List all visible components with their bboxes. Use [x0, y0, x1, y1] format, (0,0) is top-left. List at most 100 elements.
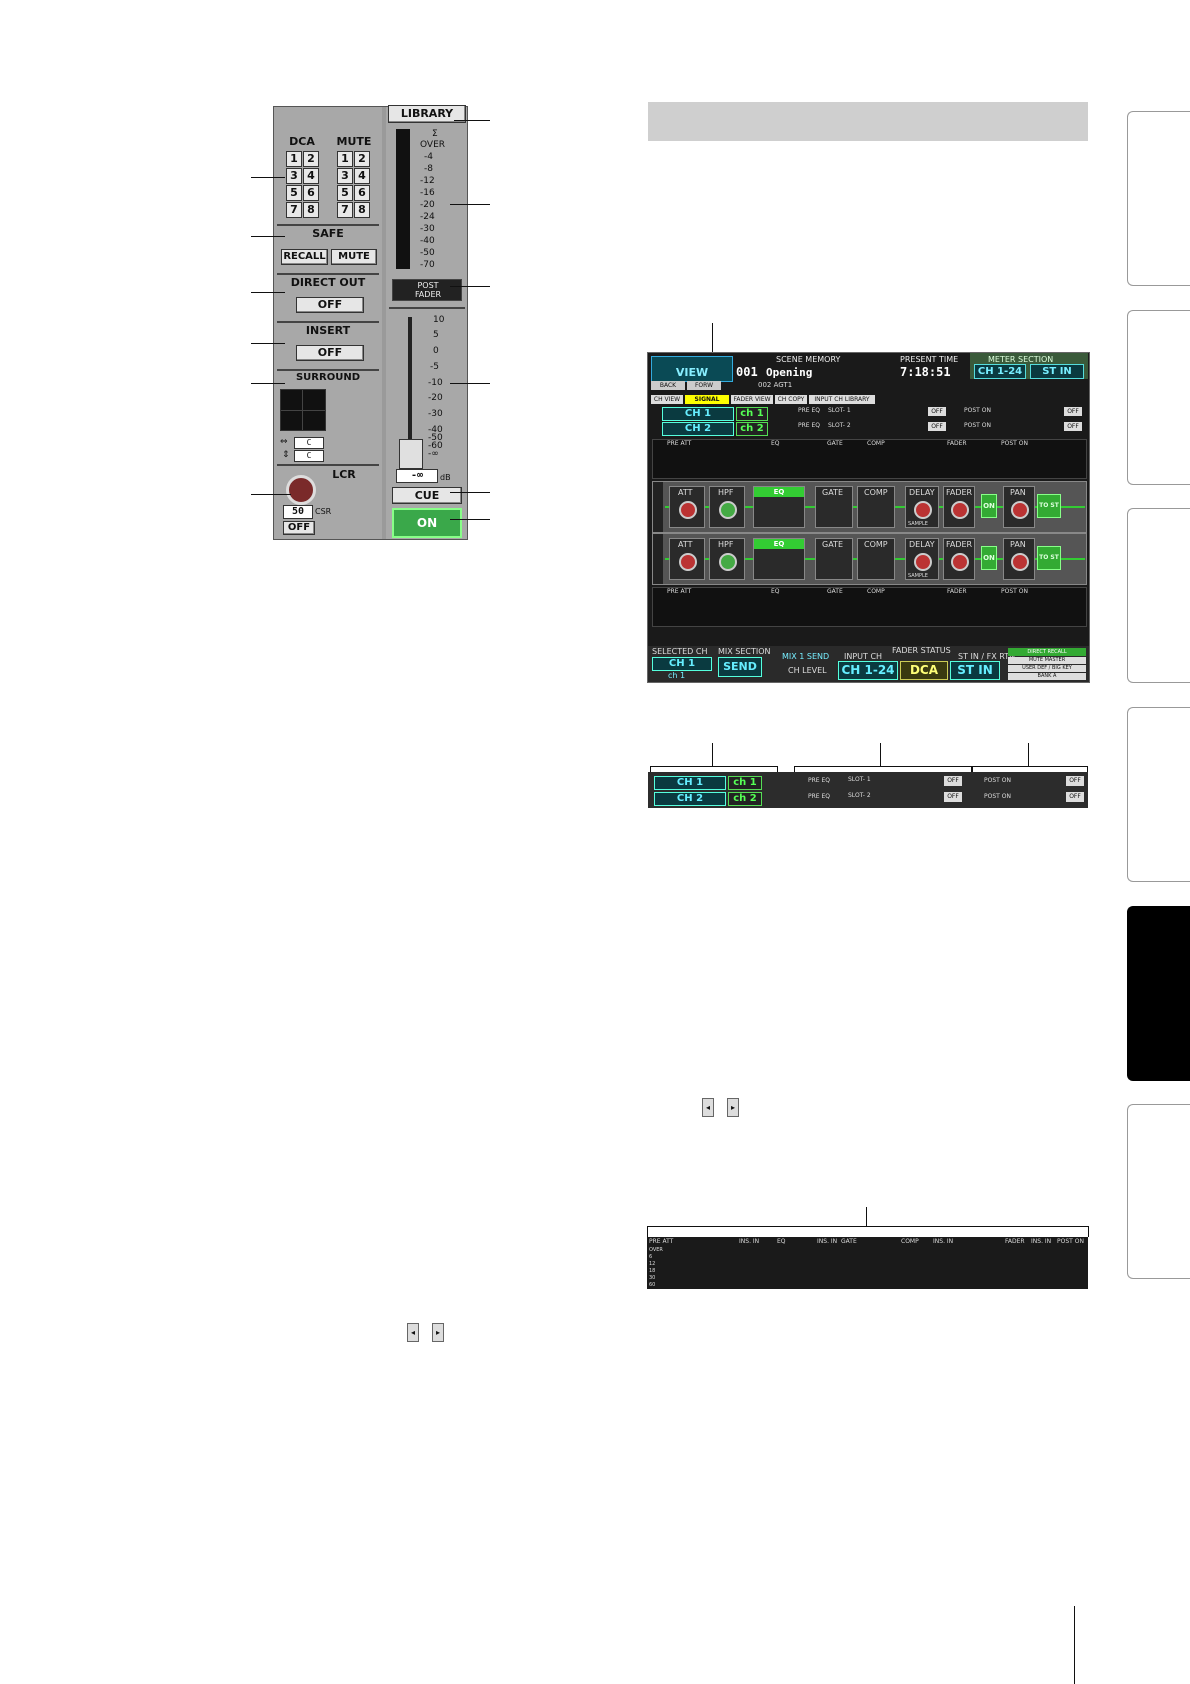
- pan-module[interactable]: PAN: [1003, 486, 1035, 528]
- fader-stin-button[interactable]: ST IN: [950, 661, 1000, 680]
- eq-module[interactable]: EQ: [753, 486, 805, 528]
- detail-ch1-select[interactable]: CH 1: [654, 776, 726, 790]
- mute-1-button[interactable]: 1: [337, 151, 353, 167]
- dca-7-button[interactable]: 7: [286, 202, 302, 218]
- meter-point-selector[interactable]: POST FADER: [392, 279, 462, 301]
- dca-4-button[interactable]: 4: [303, 168, 319, 184]
- direct-out-1-off-button[interactable]: OFF: [1064, 407, 1082, 416]
- insert-1-off-button[interactable]: OFF: [928, 407, 946, 416]
- side-tab-4[interactable]: [1127, 707, 1190, 882]
- dca-2-button[interactable]: 2: [303, 151, 319, 167]
- direct-out-2-off-button[interactable]: OFF: [1064, 422, 1082, 431]
- insert-button[interactable]: OFF: [296, 345, 364, 361]
- pan-module[interactable]: PAN: [1003, 538, 1035, 580]
- dca-1-button[interactable]: 1: [286, 151, 302, 167]
- signal-flow-row-ch2: ATT HPF EQ GATE COMP DELAY SAMPLE FADER …: [652, 533, 1087, 585]
- detail-direct1-off[interactable]: OFF: [1066, 776, 1084, 786]
- pan-knob[interactable]: [1011, 501, 1029, 519]
- forward-button[interactable]: FORW: [687, 381, 721, 390]
- safe-recall-button[interactable]: RECALL: [281, 249, 328, 265]
- att-module[interactable]: ATT: [669, 538, 705, 580]
- att-knob[interactable]: [679, 501, 697, 519]
- ch2-on-button[interactable]: ON: [981, 546, 997, 570]
- delay-knob[interactable]: [914, 553, 932, 571]
- library-button[interactable]: LIBRARY: [388, 105, 466, 123]
- tab-ch-copy[interactable]: CH COPY: [775, 395, 807, 404]
- side-tab-5-active[interactable]: [1127, 906, 1190, 1081]
- pan-knob[interactable]: [1011, 553, 1029, 571]
- ch2-to-st-button[interactable]: TO ST: [1037, 546, 1061, 570]
- mix-send-button[interactable]: SEND: [718, 657, 762, 677]
- back-button[interactable]: BACK: [651, 381, 685, 390]
- fader-module[interactable]: FADER: [943, 538, 975, 580]
- insert-2-off-button[interactable]: OFF: [928, 422, 946, 431]
- comp-module[interactable]: COMP: [857, 538, 895, 580]
- att-module[interactable]: ATT: [669, 486, 705, 528]
- direct-out-button[interactable]: OFF: [296, 297, 364, 313]
- hpf-knob[interactable]: [719, 553, 737, 571]
- detail-direct2-off[interactable]: OFF: [1066, 792, 1084, 802]
- dca-8-button[interactable]: 8: [303, 202, 319, 218]
- user-def-button[interactable]: USER DEF / BIG KEY: [1008, 665, 1086, 672]
- hpf-module[interactable]: HPF: [709, 538, 745, 580]
- channel-1-name[interactable]: ch 1: [736, 407, 768, 421]
- detail-ch1-name[interactable]: ch 1: [728, 776, 762, 790]
- fader-dca-button[interactable]: DCA: [900, 661, 948, 680]
- mute-5-button[interactable]: 5: [337, 185, 353, 201]
- eq-module[interactable]: EQ: [753, 538, 805, 580]
- fader-knob-screen[interactable]: [951, 553, 969, 571]
- channel-1-select[interactable]: CH 1: [662, 407, 734, 421]
- delay-module[interactable]: DELAY SAMPLE: [905, 486, 939, 528]
- dca-5-button[interactable]: 5: [286, 185, 302, 201]
- mute-8-button[interactable]: 8: [354, 202, 370, 218]
- ch1-on-button[interactable]: ON: [981, 494, 997, 518]
- side-tab-2[interactable]: [1127, 310, 1190, 485]
- hpf-module[interactable]: HPF: [709, 486, 745, 528]
- detail-insert1-off[interactable]: OFF: [944, 776, 962, 786]
- comp-module[interactable]: COMP: [857, 486, 895, 528]
- fader-knob[interactable]: [399, 439, 423, 469]
- gate-module[interactable]: GATE: [815, 486, 853, 528]
- channel-2-name[interactable]: ch 2: [736, 422, 768, 436]
- mute-7-button[interactable]: 7: [337, 202, 353, 218]
- att-knob[interactable]: [679, 553, 697, 571]
- mute-4-button[interactable]: 4: [354, 168, 370, 184]
- direct-recall-button[interactable]: DIRECT RECALL: [1008, 648, 1086, 656]
- lcr-knob[interactable]: [286, 475, 316, 505]
- side-tab-6[interactable]: [1127, 1104, 1190, 1279]
- tab-signal-flow[interactable]: SIGNAL FLOW: [685, 395, 729, 412]
- mute-master-button[interactable]: MUTE MASTER: [1008, 657, 1086, 664]
- channel-2-select[interactable]: CH 2: [662, 422, 734, 436]
- channel-on-button[interactable]: ON: [392, 508, 462, 538]
- detail-ch2-name[interactable]: ch 2: [728, 792, 762, 806]
- side-tab-3[interactable]: [1127, 508, 1190, 683]
- fader-knob-screen[interactable]: [951, 501, 969, 519]
- cue-button[interactable]: CUE: [392, 487, 462, 504]
- fader-module[interactable]: FADER: [943, 486, 975, 528]
- mute-2-button[interactable]: 2: [354, 151, 370, 167]
- delay-knob[interactable]: [914, 501, 932, 519]
- selected-ch-button[interactable]: CH 1: [652, 657, 712, 671]
- meter-ch-button[interactable]: CH 1-24: [974, 364, 1026, 379]
- hpf-knob[interactable]: [719, 501, 737, 519]
- detail-ch2-select[interactable]: CH 2: [654, 792, 726, 806]
- dca-6-button[interactable]: 6: [303, 185, 319, 201]
- tab-input-ch-library[interactable]: INPUT CH LIBRARY: [809, 395, 875, 404]
- ch1-to-st-button[interactable]: TO ST: [1037, 494, 1061, 518]
- meter-stin-button[interactable]: ST IN: [1030, 364, 1084, 379]
- function-access-area[interactable]: VIEW: [651, 356, 733, 382]
- mute-6-button[interactable]: 6: [354, 185, 370, 201]
- surround-pan-display[interactable]: [280, 389, 326, 431]
- gate-module[interactable]: GATE: [815, 538, 853, 580]
- dca-3-button[interactable]: 3: [286, 168, 302, 184]
- tab-ch-view[interactable]: CH VIEW: [651, 395, 683, 404]
- side-tab-1[interactable]: [1127, 111, 1190, 286]
- fader-ch-button[interactable]: CH 1-24: [838, 661, 898, 680]
- detail-insert2-off[interactable]: OFF: [944, 792, 962, 802]
- bank-button[interactable]: BANK A: [1008, 673, 1086, 680]
- lcr-on-off-button[interactable]: OFF: [283, 521, 315, 535]
- mute-3-button[interactable]: 3: [337, 168, 353, 184]
- delay-module[interactable]: DELAY SAMPLE: [905, 538, 939, 580]
- safe-mute-button[interactable]: MUTE: [331, 249, 377, 265]
- tab-fader-view[interactable]: FADER VIEW: [731, 395, 773, 404]
